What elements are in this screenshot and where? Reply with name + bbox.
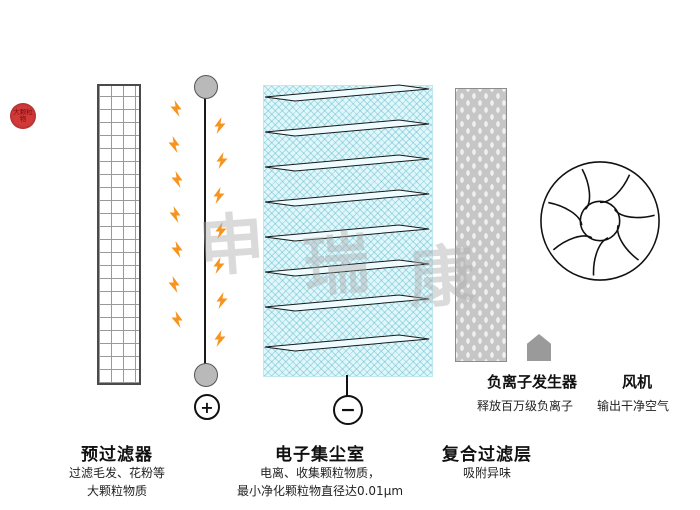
chamber-desc-line1: 电离、收集颗粒物质， — [259, 466, 380, 480]
plus-sign: + — [200, 397, 214, 417]
dust-collection-chamber — [263, 85, 433, 377]
spark-icon — [171, 241, 183, 258]
ion-generator-icon — [527, 334, 551, 361]
fan-icon — [540, 161, 660, 281]
spark-icon — [216, 292, 228, 309]
spark-icon — [171, 171, 183, 188]
plus-terminal: + — [194, 394, 220, 420]
large-particle-badge: 大颗粒物 — [10, 103, 36, 129]
ion-generator-title: 负离子发生器 — [487, 373, 578, 391]
spark-icon — [168, 136, 180, 153]
prefilter-desc: 过滤毛发、花粉等 大颗粒物质 — [37, 464, 197, 500]
spark-icon — [214, 330, 226, 347]
watermark-char: 申 — [195, 203, 267, 287]
ionizer-top-electrode — [194, 75, 218, 99]
composite-title: 复合过滤层 — [442, 445, 532, 465]
prefilter-grid — [97, 84, 141, 385]
fan-desc: 输出干净空气 — [597, 399, 670, 413]
chamber-title: 电子集尘室 — [275, 445, 365, 465]
spark-icon — [214, 117, 226, 134]
spark-icon — [168, 276, 180, 293]
spark-icon — [216, 152, 228, 169]
composite-filter — [455, 88, 507, 362]
prefilter-desc-line2: 大颗粒物质 — [86, 484, 147, 498]
watermark-char: 康 — [405, 235, 477, 319]
composite-desc: 吸附异味 — [462, 466, 511, 480]
prefilter-desc-line1: 过滤毛发、花粉等 — [68, 466, 165, 480]
ion-generator-desc: 释放百万级负离子 — [477, 399, 574, 413]
spark-icon — [171, 311, 183, 328]
spark-icon — [170, 100, 182, 117]
watermark-char: 瑞 — [300, 223, 372, 307]
minus-terminal: − — [333, 395, 363, 425]
chamber-desc-line2: 最小净化颗粒物直径达0.01μm — [236, 484, 404, 498]
minus-sign: − — [340, 399, 356, 421]
spark-icon — [169, 206, 181, 223]
ionizer-bottom-electrode — [194, 363, 218, 387]
minus-lead-line — [346, 375, 348, 396]
large-particle-label: 大颗粒物 — [13, 108, 33, 123]
chamber-desc: 电离、收集颗粒物质， 最小净化颗粒物直径达0.01μm — [205, 464, 435, 500]
ionizer-wire — [204, 86, 206, 376]
prefilter-title: 预过滤器 — [81, 445, 153, 465]
fan-title: 风机 — [622, 373, 653, 391]
